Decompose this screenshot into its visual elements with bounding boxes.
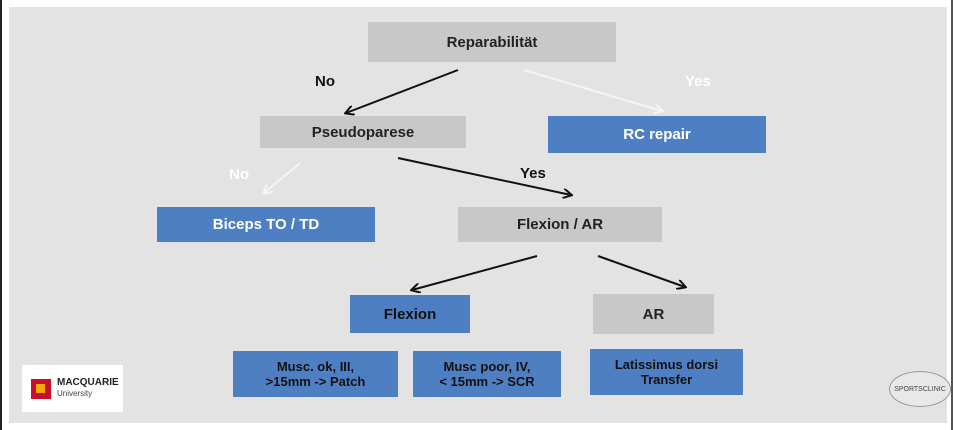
node-musc-poor-line1: Musc poor, IV, (443, 359, 531, 374)
arrow-flexion-ar-to-ar (597, 255, 685, 287)
macquarie-wordmark: MACQUARIE University (57, 378, 119, 399)
macquarie-sub: University (57, 389, 93, 398)
node-flexion-label: Flexion (383, 305, 437, 323)
node-reparabilitaet: Reparabilität (368, 22, 616, 62)
arrow-reparabilitaet-to-pseudoparese (346, 69, 459, 113)
arrow-flexion-ar-to-flexion (412, 255, 538, 290)
node-musc-poor-line2: < 15mm -> SCR (439, 374, 535, 389)
node-musc-ok-line2: >15mm -> Patch (265, 374, 366, 389)
node-rc-repair-label: RC repair (623, 126, 691, 143)
node-pseudoparese: Pseudoparese (260, 116, 466, 148)
edge-label-yes-mid: Yes (520, 165, 546, 182)
edge-label-yes-top: Yes (685, 73, 711, 90)
node-musc-poor: Musc poor, IV, < 15mm -> SCR (413, 351, 561, 397)
node-latissimus: Latissimus dorsi Transfer (590, 349, 743, 395)
node-latissimus-line2: Transfer (640, 372, 693, 387)
node-pseudoparese-label: Pseudoparese (311, 123, 415, 141)
sportsclinic-name: SPORTSCLINIC (894, 385, 946, 393)
edge-label-no-top: No (315, 73, 335, 90)
arrow-pseudoparese-to-flexion-ar (397, 157, 571, 195)
node-rc-repair: RC repair (548, 116, 766, 153)
node-biceps-label: Biceps TO / TD (212, 216, 320, 233)
edge-label-no-mid: No (229, 166, 249, 183)
node-ar-label: AR (642, 305, 665, 323)
node-flexion-ar: Flexion / AR (458, 207, 662, 242)
macquarie-name: MACQUARIE (57, 377, 119, 388)
node-reparabilitaet-label: Reparabilität (446, 33, 538, 51)
macquarie-crest-icon (31, 378, 51, 399)
macquarie-logo: MACQUARIE University (22, 365, 123, 412)
node-ar: AR (593, 294, 714, 334)
sportsclinic-logo: SPORTSCLINIC (889, 371, 951, 407)
node-musc-ok: Musc. ok, III, >15mm -> Patch (233, 351, 398, 397)
arrow-reparabilitaet-to-rc-repair (523, 69, 662, 111)
slide-border-left (0, 0, 2, 430)
node-flexion-ar-label: Flexion / AR (516, 216, 604, 233)
arrow-pseudoparese-to-biceps (264, 162, 301, 193)
slide-border-right (951, 0, 953, 430)
node-latissimus-line1: Latissimus dorsi (614, 357, 719, 372)
node-biceps: Biceps TO / TD (157, 207, 375, 242)
node-musc-ok-line1: Musc. ok, III, (276, 359, 355, 374)
node-flexion: Flexion (350, 295, 470, 333)
